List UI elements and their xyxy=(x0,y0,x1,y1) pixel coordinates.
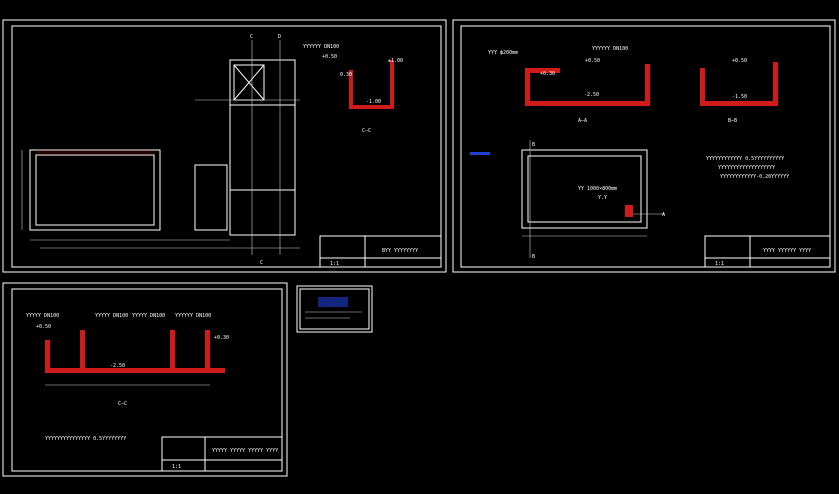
plan-inner-wall xyxy=(35,154,155,226)
sheet-3-wall-1 xyxy=(45,340,50,373)
section-b-left-wall xyxy=(700,68,705,106)
section-a-level-mid: +0.30 xyxy=(540,71,555,77)
plan-2-mark-b: B xyxy=(532,142,535,148)
section-b-title: B—B xyxy=(728,118,737,124)
sheet-2-inner-border xyxy=(460,25,831,268)
section-a-level-bottom: -2.50 xyxy=(584,92,599,98)
sheet-1-title-block xyxy=(319,235,442,268)
sheet-3-wall-2 xyxy=(80,330,85,373)
sheet-3[interactable]: YYYYY DN100 YYYYY DN100 YYYYY DN100 YYYY… xyxy=(2,282,288,477)
section-b-level-top: +0.50 xyxy=(732,58,747,64)
section-mark-d: D xyxy=(278,34,281,40)
plan-2-mark-a: A xyxy=(662,212,665,218)
sheet-2-title: YYYY YYYYYY YYYY xyxy=(763,248,811,254)
plan-2-opening-tag: Y.Y xyxy=(598,195,607,201)
sheet-1[interactable]: C D C YYYYYY DN100 +0.50 ±1.00 -1.00 0.3… xyxy=(2,19,447,273)
sheet-3-wall-3 xyxy=(170,330,175,373)
sheet-2-scale: 1:1 xyxy=(715,261,724,267)
sheet-1-title: BYY YYYYYYYY xyxy=(382,248,418,254)
section-c-title: C—C xyxy=(362,128,371,134)
section-mark-c: C xyxy=(250,34,253,40)
section-a-left-wall xyxy=(525,68,530,106)
plan-2-opening xyxy=(625,205,633,217)
sheet-3-tag-4: YYYYYY DN100 xyxy=(175,313,211,319)
sheet-3-level-2: -2.50 xyxy=(110,363,125,369)
section-c-left-wall xyxy=(349,70,353,108)
sheet-3-level-3: +0.30 xyxy=(214,335,229,341)
sheet-1-scale: 1:1 xyxy=(330,261,339,267)
sheet-1-inner-border xyxy=(11,25,442,268)
section-a-level-top: +0.50 xyxy=(585,58,600,64)
section-c-right-wall xyxy=(390,60,394,108)
plan-2-opening-note: YY 1000×800mm xyxy=(578,186,617,192)
sheet-2-title-block xyxy=(704,235,831,268)
section-b-level-bottom: -1.50 xyxy=(732,94,747,100)
section-mark-c-bottom: C xyxy=(260,260,263,266)
thumbnail-sheet[interactable] xyxy=(296,285,373,333)
sheet-3-tag-2: YYYYY DN100 xyxy=(95,313,128,319)
plan-2-mark-b-bottom: B xyxy=(532,254,535,260)
sheet-3-title: YYYYY YYYYY YYYYY YYYY xyxy=(212,448,278,454)
plan-small-room xyxy=(194,164,228,231)
section-b-right-wall xyxy=(773,62,778,106)
sheet-3-inner-border xyxy=(11,288,283,472)
sheet-2-note-3: YYYYYYYYYYYY-0.20YYYYYY xyxy=(720,174,789,180)
section-c-pipe-note: YYYYYY DN100 xyxy=(303,44,339,50)
sheet-3-floor xyxy=(45,368,225,373)
sheet-3-section-title: C—C xyxy=(118,401,127,407)
sheet-2-note-1: YYYYYYYYYYYY 0.5YYYYYYYYYY xyxy=(706,156,784,162)
plan-2-inner xyxy=(527,155,642,223)
section-c-floor xyxy=(349,105,394,109)
section-c-pipe-level: +0.50 xyxy=(322,54,337,60)
plan-stair-x2 xyxy=(233,64,265,101)
thumbnail-border xyxy=(296,285,373,333)
sheet-2[interactable]: YYY ϕ200mm YYYYYY DN100 +0.50 +0.30 -2.5… xyxy=(452,19,836,273)
section-c-level-top: ±1.00 xyxy=(388,58,403,64)
sheet-3-title-block xyxy=(161,436,283,472)
sheet-3-border xyxy=(2,282,288,477)
plan-2-outer xyxy=(521,149,648,229)
plan-outer-wall xyxy=(29,149,161,231)
sheet-2-note-2: YYYYYYYYYYYYYYYYYYY xyxy=(718,165,775,171)
sheet-3-level-1: +0.50 xyxy=(36,324,51,330)
thumbnail-inner xyxy=(299,288,370,330)
sheet-3-scale: 1:1 xyxy=(172,464,181,470)
section-b-floor xyxy=(700,101,778,106)
section-a-title: A—A xyxy=(578,118,587,124)
section-c-small-tag: 0.30 xyxy=(340,72,352,78)
section-a-right-wall xyxy=(645,64,650,106)
accent-marker xyxy=(470,152,490,155)
section-a-floor xyxy=(525,101,650,106)
sheet-1-border xyxy=(2,19,447,273)
sheet-3-note: YYYYYYYYYYYYYYY 0.5YYYYYYYY xyxy=(45,436,126,442)
section-a-step xyxy=(530,68,560,73)
sheet-3-wall-4 xyxy=(205,330,210,373)
section-a-pipe-left: YYY ϕ200mm xyxy=(488,50,518,56)
plan-tall-room xyxy=(229,59,296,236)
sheet-2-border xyxy=(452,19,836,273)
sheet-3-tag-3: YYYYY DN100 xyxy=(132,313,165,319)
plan-top-wall-hatch xyxy=(36,150,154,155)
thumbnail-accent xyxy=(318,297,348,307)
section-a-pipe-note: YYYYYY DN100 xyxy=(592,46,628,52)
sheet-3-tag-1: YYYYY DN100 xyxy=(26,313,59,319)
section-c-level-bottom: -1.00 xyxy=(366,99,381,105)
